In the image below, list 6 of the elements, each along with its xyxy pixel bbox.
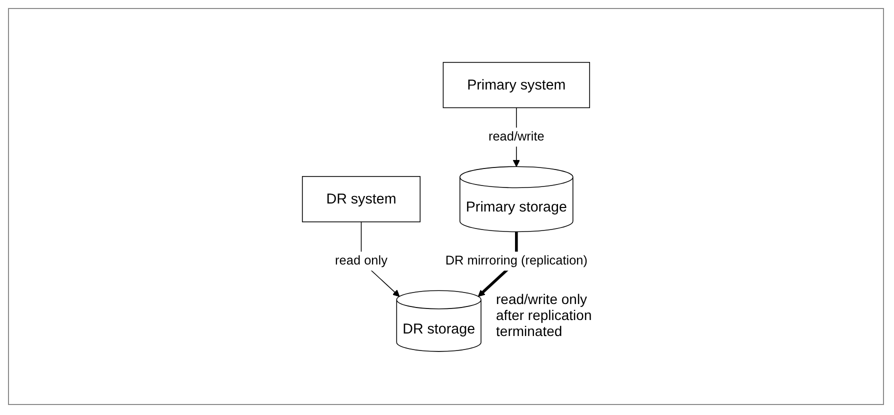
node-box: Primary system [442,62,590,108]
edge-label: DR mirroring (replication) [445,254,588,268]
edge-label: read only [335,254,388,268]
node-box: DR system [302,176,421,222]
annotation-text: read/write only after replication terminated [496,291,593,340]
edge-label: read/write [488,130,544,144]
